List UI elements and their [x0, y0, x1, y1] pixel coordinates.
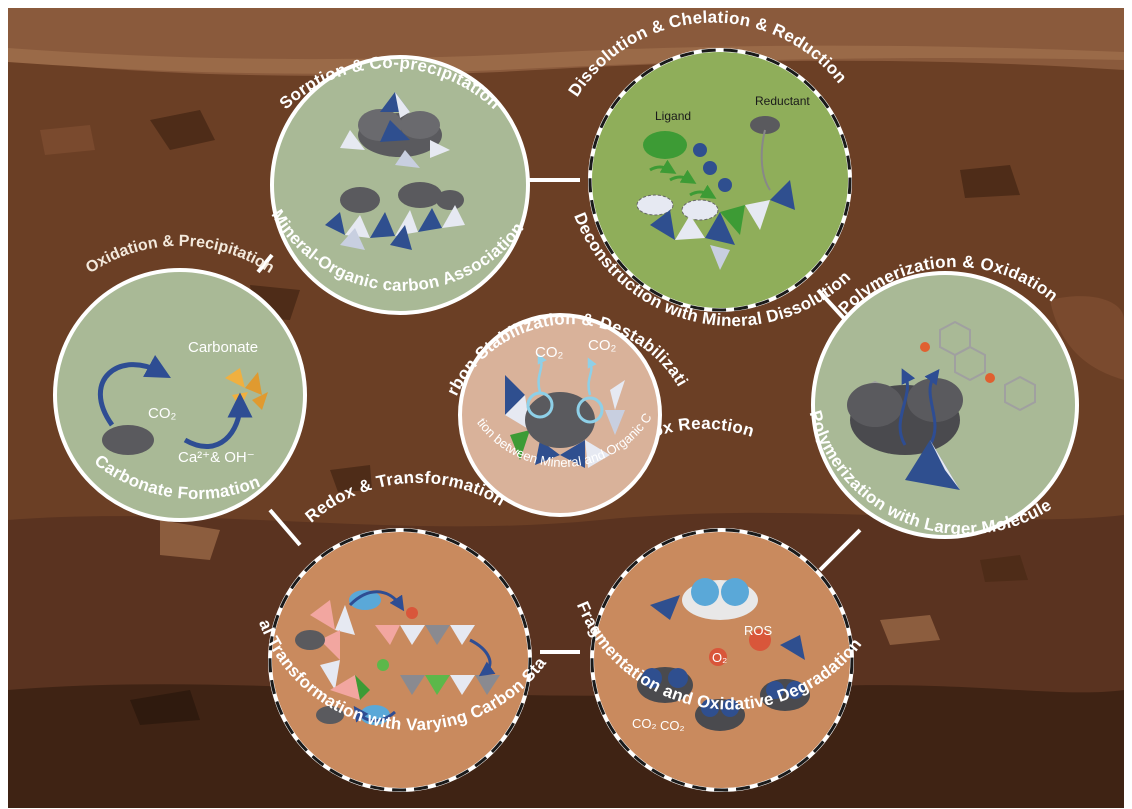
red-particle	[406, 607, 418, 619]
co2-label-b: CO₂	[660, 718, 685, 733]
organic-carbon-cloud	[102, 425, 154, 455]
green-particle	[377, 659, 389, 671]
oxygen-atom	[985, 373, 995, 383]
reductant-label: Reductant	[755, 94, 810, 108]
metal-ion	[718, 178, 732, 192]
ions-label: Ca²⁺& OH⁻	[178, 449, 255, 466]
polymerization-circle: Polymerization & Oxidation Polymerizatio…	[806, 252, 1077, 538]
ros-label: ROS	[744, 623, 773, 638]
organic-molecule-top	[682, 578, 758, 620]
ligand-label: Ligand	[655, 109, 691, 123]
ligand-molecule	[643, 131, 687, 159]
carbonate-label: Carbonate	[188, 339, 258, 356]
co2-label-a: CO₂	[632, 716, 657, 731]
co2-label: CO₂	[148, 405, 177, 422]
metal-ion	[703, 161, 717, 175]
organic-carbon-cloud	[295, 630, 325, 650]
o2-label: O₂	[712, 650, 727, 665]
carbonate-circle: Carbonate CO₂ Ca²⁺& OH⁻ Oxidation & Prec…	[55, 233, 305, 520]
metal-ion	[693, 143, 707, 157]
center-co2-left: CO₂	[535, 344, 564, 361]
oxygen-atom	[920, 342, 930, 352]
center-co2-right: CO₂	[588, 337, 617, 354]
sorption-circle: Sorption & Co-precipitation Mineral-Orga…	[268, 53, 528, 313]
